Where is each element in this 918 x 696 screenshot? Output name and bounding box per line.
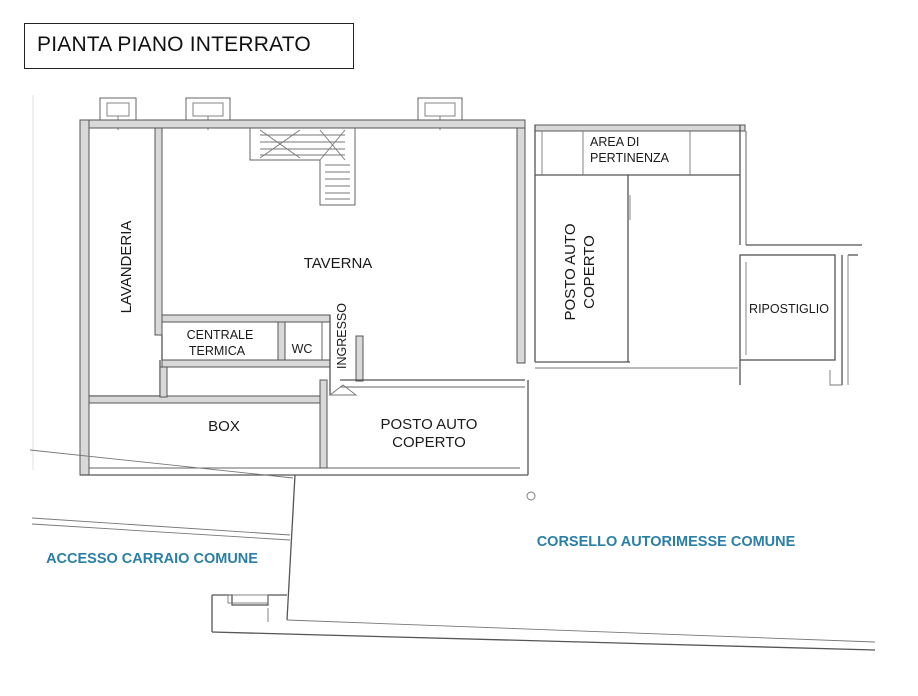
room-label-lavanderia: LAVANDERIA bbox=[118, 221, 135, 314]
room-label-posto-auto-2-line1: POSTO AUTO bbox=[562, 224, 579, 321]
label-corsello: CORSELLO AUTORIMESSE COMUNE bbox=[537, 534, 796, 550]
room-label-ripostiglio: RIPOSTIGLIO bbox=[749, 302, 829, 316]
room-label-posto-auto-2-line2: COPERTO bbox=[581, 235, 598, 309]
room-label-area-1: AREA DI bbox=[590, 135, 639, 149]
box-walls bbox=[88, 366, 328, 469]
service-rooms-walls bbox=[161, 314, 331, 395]
room-label-box: BOX bbox=[208, 418, 240, 435]
plan-title: PIANTA PIANO INTERRATO bbox=[37, 33, 311, 56]
room-label-taverna: TAVERNA bbox=[304, 255, 373, 272]
room-label-wc: WC bbox=[292, 342, 313, 356]
stair bbox=[249, 128, 356, 206]
room-label-centrale-2: TERMICA bbox=[189, 344, 246, 358]
title-box: PIANTA PIANO INTERRATO bbox=[24, 23, 354, 69]
room-label-posto-auto-1-line1: POSTO AUTO bbox=[381, 416, 478, 433]
label-accesso-carraio: ACCESSO CARRAIO COMUNE bbox=[46, 551, 258, 567]
ripostiglio-walls bbox=[739, 254, 858, 386]
room-label-area-2: PERTINENZA bbox=[590, 151, 670, 165]
room-label-ingresso: INGRESSO bbox=[335, 303, 349, 369]
outer-walls bbox=[79, 119, 529, 476]
ingresso-door bbox=[328, 335, 525, 396]
common-areas bbox=[29, 449, 876, 651]
room-label-centrale-1: CENTRALE bbox=[187, 328, 254, 342]
right-wing-walls bbox=[534, 124, 862, 369]
room-label-posto-auto-1-line2: COPERTO bbox=[392, 434, 466, 451]
